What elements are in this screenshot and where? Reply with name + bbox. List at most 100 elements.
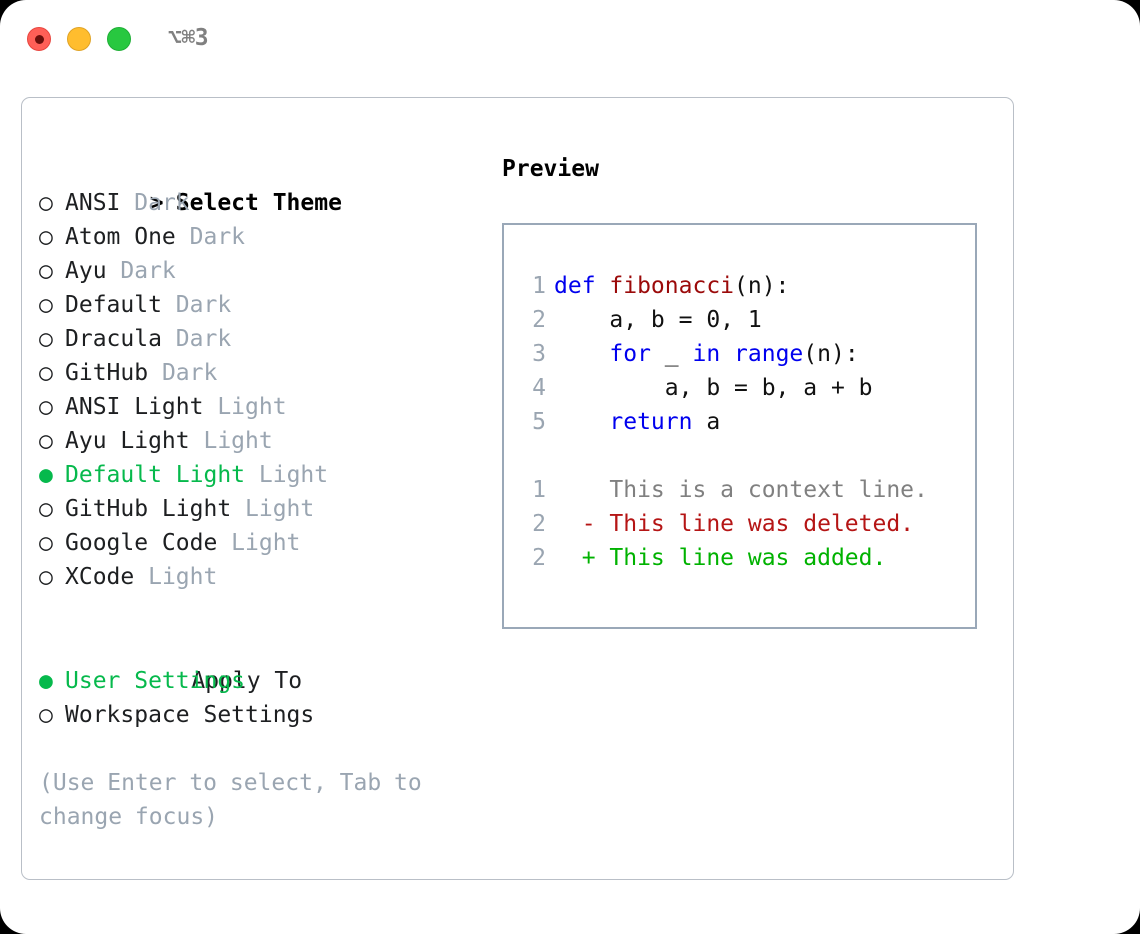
theme-list-item[interactable]: ○ Default Dark	[39, 288, 479, 322]
apply-to-option-label: User Settings	[65, 668, 246, 694]
apply-to-option[interactable]: ○Workspace Settings	[39, 698, 479, 732]
apply-to-options: ●User Settings○Workspace Settings	[39, 664, 479, 732]
code-line: 3 for _ in range(n):	[504, 337, 979, 371]
theme-selector-pane: > Select Theme ○ANSI Dark○Atom One Dark○…	[39, 152, 479, 834]
line-number: 3	[532, 341, 546, 367]
code-token	[720, 341, 734, 367]
line-number: 1	[532, 273, 546, 299]
code-token: a, b = b, a + b	[554, 375, 873, 401]
line-number: 4	[532, 375, 546, 401]
apply-to-label: Apply To	[191, 668, 303, 694]
theme-name: Default Light	[65, 462, 259, 488]
code-token: a	[692, 409, 721, 435]
theme-list-item[interactable]: ○ XCode Light	[39, 560, 479, 594]
theme-list-item[interactable]: ● Default Light Light	[39, 458, 479, 492]
close-icon	[34, 34, 44, 44]
code-line: 4 a, b = b, a + b	[504, 371, 979, 405]
radio-unselected-icon: ○	[39, 564, 53, 590]
code-token: _	[650, 341, 693, 367]
radio-unselected-icon: ○	[39, 190, 53, 216]
theme-name: Ayu Light	[65, 428, 204, 454]
theme-variant-badge: Light	[245, 496, 315, 522]
code-token: in	[692, 341, 721, 367]
line-number: 5	[532, 409, 546, 435]
radio-selected-icon: ●	[39, 462, 53, 488]
radio-unselected-icon: ○	[39, 394, 53, 420]
theme-variant-badge: Dark	[134, 190, 190, 216]
code-token	[554, 409, 609, 435]
preview-title: Preview	[502, 156, 599, 182]
theme-list-item[interactable]: ○Google Code Light	[39, 526, 479, 560]
line-number: 2	[532, 545, 546, 571]
theme-list-item[interactable]: ○GitHub Light Light	[39, 492, 479, 526]
radio-unselected-icon: ○	[39, 360, 53, 386]
diff-text: This is a context line.	[595, 477, 928, 503]
theme-variant-badge: Light	[217, 394, 287, 420]
theme-name: Dracula	[65, 326, 176, 352]
code-token: range	[734, 341, 804, 367]
theme-variant-badge: Light	[258, 462, 329, 488]
theme-variant-badge: Light	[148, 564, 218, 590]
theme-variant-badge: Dark	[189, 224, 246, 250]
theme-name: Default	[65, 292, 176, 318]
code-token: fibonacci	[609, 273, 735, 299]
line-number: 1	[532, 477, 546, 503]
theme-list-item[interactable]: ○ Ayu Dark	[39, 254, 479, 288]
apply-to-option-label: Workspace Settings	[65, 702, 315, 728]
theme-name: Atom One	[65, 224, 190, 250]
apply-to-option[interactable]: ●User Settings	[39, 664, 479, 698]
diff-line: 1 This is a context line.	[504, 473, 979, 507]
theme-list-item[interactable]: ○ GitHub Dark	[39, 356, 479, 390]
theme-name: ANSI	[65, 190, 135, 216]
close-window-button[interactable]	[27, 27, 51, 51]
diff-marker	[554, 477, 596, 503]
diff-text: This line was deleted.	[595, 511, 915, 537]
theme-name: Ayu	[65, 258, 121, 284]
theme-variant-badge: Dark	[120, 258, 176, 284]
code-line: 1 def fibonacci(n):	[504, 269, 979, 303]
diff-line: 2 - This line was deleted.	[504, 507, 979, 541]
prompt-caret-icon: >	[149, 190, 178, 216]
theme-variant-badge: Dark	[175, 292, 232, 318]
theme-list-item[interactable]: ○ ANSI Light Light	[39, 390, 479, 424]
code-token: return	[609, 409, 693, 435]
keyboard-hint-text: (Use Enter to select, Tab to change focu…	[39, 770, 422, 830]
minimize-window-button[interactable]	[67, 27, 91, 51]
diff-marker: +	[554, 545, 596, 571]
radio-unselected-icon: ○	[39, 496, 53, 522]
apply-to-header: Apply To	[39, 630, 479, 694]
apply-to-section: Apply To ●User Settings○Workspace Settin…	[39, 630, 479, 732]
radio-unselected-icon: ○	[39, 292, 53, 318]
code-line: 2 a, b = 0, 1	[504, 303, 979, 337]
radio-unselected-icon: ○	[39, 258, 53, 284]
theme-list-item[interactable]: ○ Atom One Dark	[39, 220, 479, 254]
theme-list-header-label: Select Theme	[175, 190, 342, 216]
diff-marker: -	[554, 511, 596, 537]
maximize-window-button[interactable]	[107, 27, 131, 51]
theme-variant-badge: Light	[231, 530, 301, 556]
line-number: 2	[532, 511, 546, 537]
theme-variant-badge: Dark	[161, 360, 218, 386]
title-bar: ⌥⌘3	[0, 0, 1140, 78]
code-token: def	[554, 273, 610, 299]
code-token	[554, 341, 609, 367]
theme-name: ANSI Light	[65, 394, 218, 420]
code-token: (n):	[803, 341, 859, 367]
theme-name: GitHub	[65, 360, 162, 386]
radio-unselected-icon: ○	[39, 530, 53, 556]
code-token: (n):	[734, 273, 790, 299]
line-number: 2	[532, 307, 546, 333]
theme-list-item[interactable]: ○Dracula Dark	[39, 322, 479, 356]
radio-unselected-icon: ○	[39, 326, 53, 352]
theme-list-item[interactable]: ○Ayu Light Light	[39, 424, 479, 458]
theme-name: XCode	[65, 564, 149, 590]
radio-unselected-icon: ○	[39, 224, 53, 250]
theme-list: ○ ANSI Dark ○ Atom One Dark ○ Ayu Dark ○ Defaul…	[39, 186, 479, 594]
theme-variant-badge: Light	[203, 428, 273, 454]
code-token: for	[609, 341, 651, 367]
theme-list-item[interactable]: ○ ANSI Dark	[39, 186, 479, 220]
